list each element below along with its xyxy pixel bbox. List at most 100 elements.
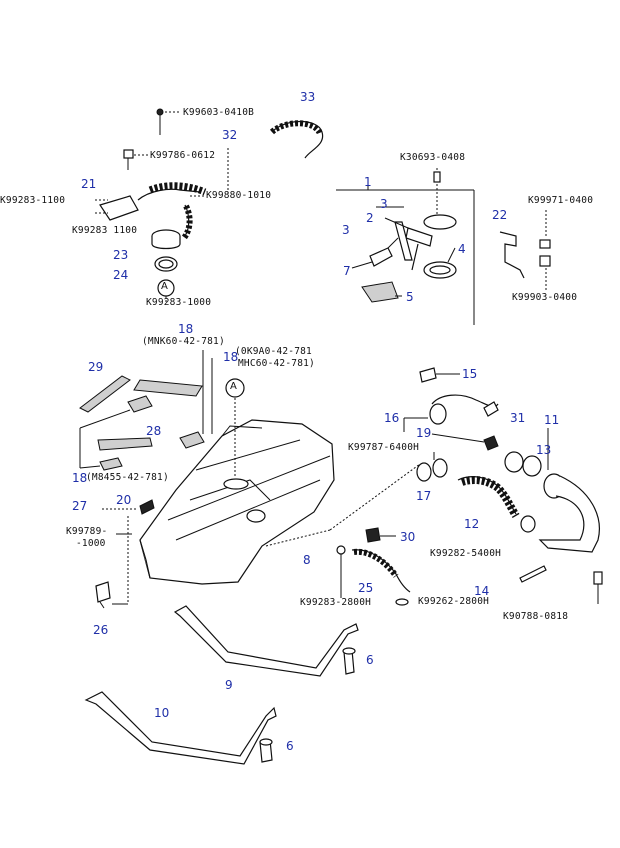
code-mhc60: MHC60-42-781)	[238, 358, 315, 369]
callout-2: 2	[366, 211, 374, 225]
callout-8: 8	[303, 553, 311, 567]
callout-6-lower: 6	[286, 739, 294, 753]
bolt-k99786	[123, 149, 148, 170]
strap-9	[173, 605, 359, 677]
callout-32: 32	[222, 128, 238, 142]
filler-hose-33	[269, 120, 324, 159]
callout-3-left: 3	[342, 223, 350, 237]
delta-label-upper: A	[161, 281, 168, 292]
bolt-k99789	[116, 516, 132, 604]
clip-20	[102, 499, 155, 515]
code-k30693: K30693-0408	[400, 152, 466, 163]
hose-25	[336, 545, 411, 598]
clamp-k99787	[416, 452, 448, 482]
filler-pipe-11	[538, 428, 600, 553]
callout-14: 14	[474, 584, 490, 598]
callout-30: 30	[400, 530, 416, 544]
code-m8455: (M8455-42-781)	[86, 472, 169, 483]
pump-ring-4	[423, 261, 457, 279]
bolt-k99603	[156, 108, 180, 135]
code-k99903: K99903-0400	[512, 292, 578, 303]
pad-29	[79, 375, 131, 413]
callout-18-top: 18	[178, 322, 194, 336]
callout-18-low: 18	[72, 471, 88, 485]
code-k99789-b: -1000	[76, 538, 106, 549]
code-k99789-a: K99789-	[66, 526, 108, 537]
delta-label-tank: A	[230, 381, 237, 392]
plate-5	[361, 281, 399, 303]
callout-27: 27	[72, 499, 88, 513]
callout-25: 25	[358, 581, 374, 595]
callout-26: 26	[93, 623, 109, 637]
pad-18b	[179, 358, 213, 449]
callout-11: 11	[544, 413, 560, 427]
clamp-30	[365, 527, 396, 543]
breather-hose-31	[429, 394, 499, 425]
pad-upper-center	[133, 379, 203, 397]
bolt-k90788	[593, 571, 603, 604]
callout-9: 9	[225, 678, 233, 692]
code-k90788: K90788-0818	[503, 611, 569, 622]
hose-12	[457, 476, 536, 533]
callout-3-top: 3	[380, 197, 388, 211]
grommet-19	[431, 433, 499, 451]
code-k99283-1100-b: K99283 1100	[72, 225, 138, 236]
code-k99282-5400: K99282-5400H	[430, 548, 502, 559]
sender-7	[369, 237, 399, 267]
callout-21: 21	[81, 177, 97, 191]
callout-20: 20	[116, 493, 132, 507]
callout-18-mid: 18	[223, 350, 239, 364]
bolt-6-upper	[342, 647, 356, 675]
bolt-14	[519, 565, 547, 583]
callout-15: 15	[462, 367, 478, 381]
code-0k9a0: (0K9A0-42-781	[235, 346, 312, 357]
callout-1: 1	[364, 175, 372, 189]
callout-24: 24	[113, 268, 129, 282]
pad-small-lower	[99, 457, 123, 471]
code-0k9a0-text: 0K9A0-42-781	[240, 346, 312, 357]
filler-cap-23	[151, 229, 181, 250]
callout-7: 7	[343, 264, 351, 278]
code-k99603: K99603-0410B	[183, 107, 255, 118]
callout-33: 33	[300, 90, 316, 104]
fuel-tank-8	[139, 419, 335, 585]
code-k99787: K99787-6400H	[348, 442, 420, 453]
pad-28	[97, 437, 153, 451]
callout-17: 17	[416, 489, 432, 503]
fuel-pump-unit	[394, 168, 457, 271]
strap-10	[84, 691, 277, 765]
callout-13: 13	[536, 443, 552, 457]
code-m8455-text: M8455-42-781	[91, 472, 163, 483]
callout-12: 12	[464, 517, 480, 531]
filler-neck-21	[99, 182, 207, 240]
clamp-15	[419, 367, 460, 383]
callout-31: 31	[510, 411, 526, 425]
delta-symbol-tank	[225, 378, 245, 398]
pad-small-center	[127, 395, 153, 413]
code-k99880: K99880-1010	[206, 190, 272, 201]
callout-5: 5	[406, 290, 414, 304]
code-k99283-1000: K99283-1000	[146, 297, 212, 308]
callout-10: 10	[154, 706, 170, 720]
bolt-6-lower	[259, 738, 273, 763]
code-k99262-2800: K99262-2800H	[418, 596, 490, 607]
code-k99971: K99971-0400	[528, 195, 594, 206]
gasket-24	[154, 256, 178, 272]
callout-6-upper: 6	[366, 653, 374, 667]
callout-29: 29	[88, 360, 104, 374]
clip-26	[95, 581, 128, 609]
callout-19: 19	[416, 426, 432, 440]
code-mhc60-text: MHC60-42-781	[238, 358, 310, 369]
callout-4: 4	[458, 242, 466, 256]
code-k99283-1100-a: K99283-1100	[0, 195, 66, 206]
callout-28: 28	[146, 424, 162, 438]
pump-assembly-box	[336, 182, 475, 325]
callout-16: 16	[384, 411, 400, 425]
clamp-k99262	[395, 598, 409, 606]
callout-22: 22	[492, 208, 508, 222]
code-k99786: K99786-0612	[150, 150, 216, 161]
grommet-13	[504, 451, 542, 477]
bracket-22	[499, 210, 551, 290]
code-k99283-2800: K99283-2800H	[300, 597, 372, 608]
